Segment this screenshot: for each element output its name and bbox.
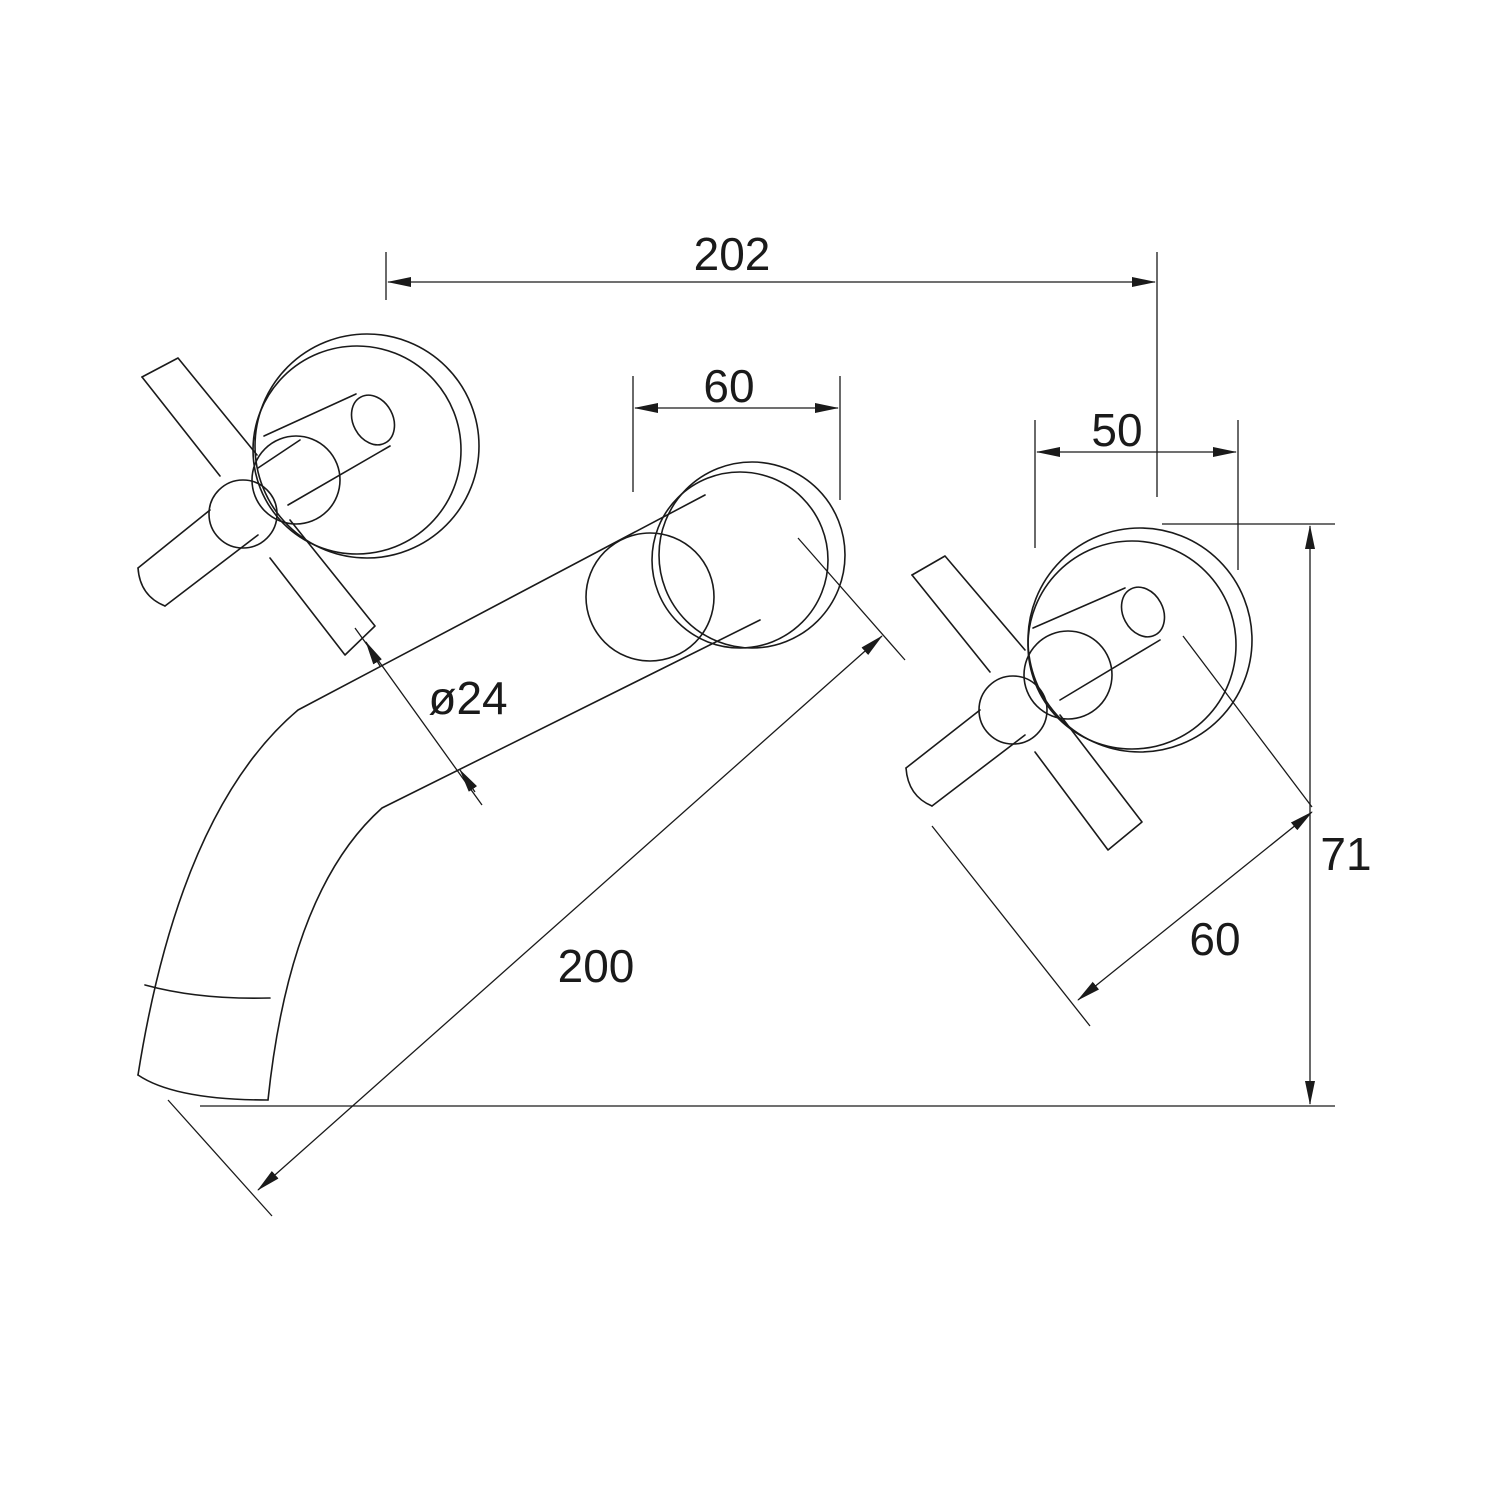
left-handle <box>137 333 480 656</box>
dimension-handle-offset: 50 <box>1034 404 1239 570</box>
dimension-label-202: 202 <box>694 228 771 280</box>
dimension-spout-projection: 200 <box>167 537 906 1217</box>
right-handle <box>905 527 1253 851</box>
dimension-height: 71 <box>200 523 1372 1107</box>
dimension-label-60-handle: 60 <box>1189 913 1240 965</box>
spout <box>137 461 846 1101</box>
dimension-label-50: 50 <box>1091 404 1142 456</box>
dimension-overall-width: 202 <box>385 228 1158 497</box>
dimension-backplate-diameter: 60 <box>632 360 841 500</box>
dimension-label-71: 71 <box>1320 828 1371 880</box>
dimension-label-diameter: ø24 <box>428 672 507 724</box>
dimension-spout-diameter: ø24 <box>354 627 508 806</box>
dimension-label-60-top: 60 <box>703 360 754 412</box>
dimension-handle-projection: 60 <box>931 635 1313 1027</box>
dimension-label-200: 200 <box>558 940 635 992</box>
